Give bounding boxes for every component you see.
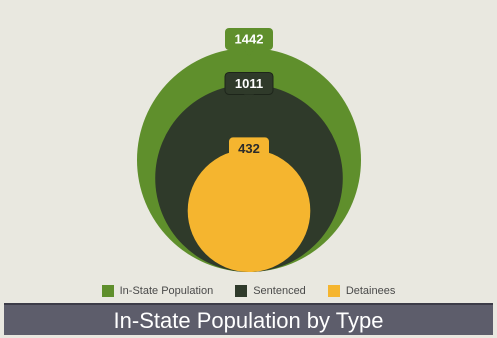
legend: In-State Population Sentenced Detainees [0,282,497,300]
legend-item-in-state-population: In-State Population [101,285,214,297]
legend-label-detainees: Detainees [345,285,396,297]
chart-title: In-State Population by Type [4,303,493,335]
legend-label-sentenced: Sentenced [253,285,306,297]
legend-swatch-detainees [327,285,340,297]
value-label-in-state-population: 1442 [225,28,273,56]
legend-item-sentenced: Sentenced [235,285,306,297]
legend-item-detainees: Detainees [327,285,396,297]
svg-text:432: 432 [238,141,260,156]
legend-swatch-in-state-population [101,285,114,297]
legend-label-in-state-population: In-State Population [119,285,214,297]
circle-detainees [187,149,311,272]
legend-swatch-sentenced [235,285,248,297]
svg-text:1442: 1442 [235,32,264,47]
value-label-detainees: 432 [229,137,269,166]
value-label-sentenced: 1011 [224,71,274,101]
nested-circle-chart: 1442 1011 432 [137,28,361,273]
svg-text:1011: 1011 [235,76,263,91]
